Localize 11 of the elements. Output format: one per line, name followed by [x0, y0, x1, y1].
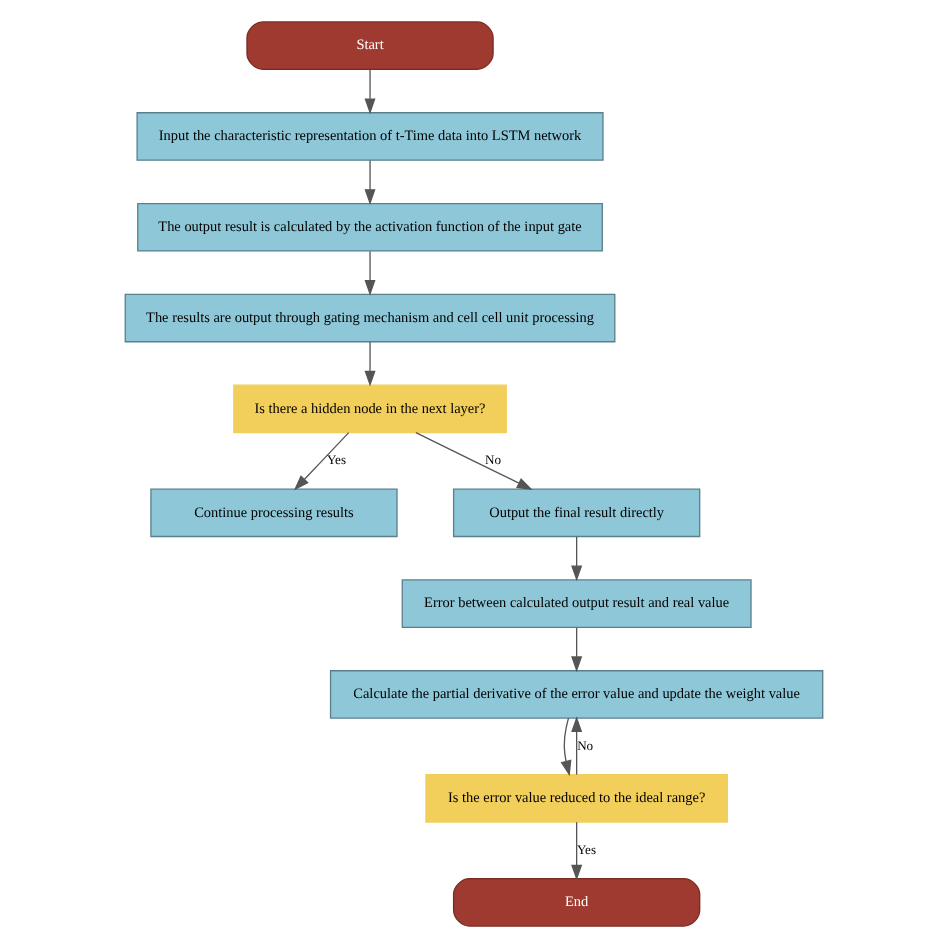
arrow [364, 69, 376, 115]
arrow [415, 432, 533, 490]
arrow [571, 627, 583, 673]
arrow [560, 717, 572, 777]
arrow [364, 159, 376, 205]
arrow [571, 716, 583, 776]
arrow [364, 250, 376, 296]
arrow [293, 432, 350, 491]
arrow [364, 341, 376, 387]
arrow [571, 821, 583, 881]
arrow [571, 536, 583, 582]
